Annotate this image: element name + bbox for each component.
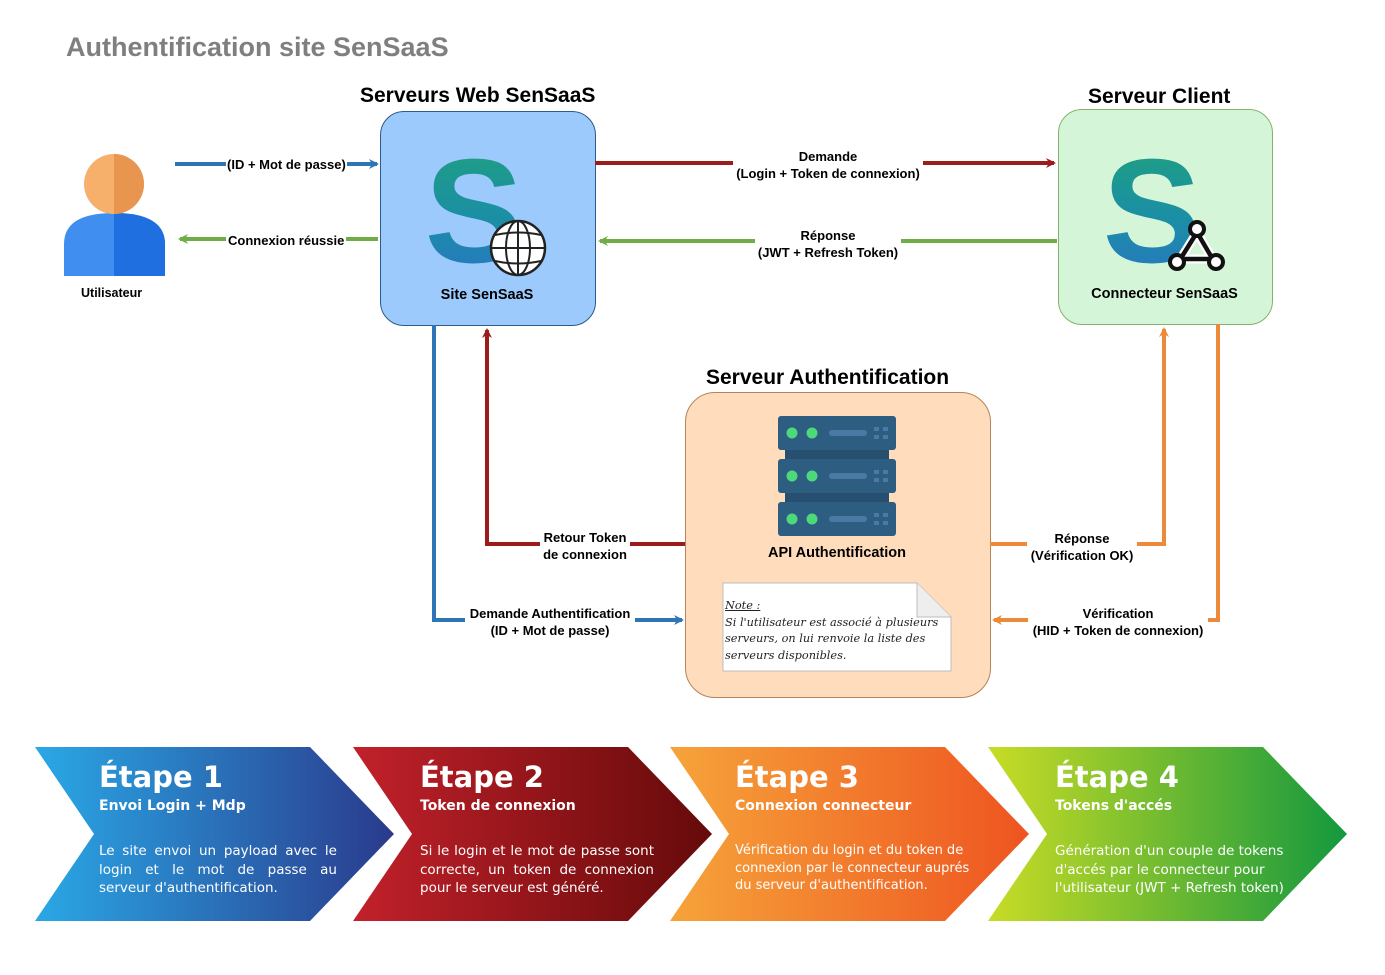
note-line: serveurs disponibles. (725, 648, 847, 662)
user-label: Utilisateur (81, 286, 143, 300)
site-node (380, 111, 596, 326)
server-stack-icon (778, 416, 896, 536)
site-label: Site SenSaaS (440, 287, 534, 303)
step-3-subtitle: Connexion connecteur (735, 798, 912, 814)
step-4-chevron (988, 747, 1347, 921)
step-3-chevron (670, 747, 1029, 921)
step-2-chevron (353, 747, 712, 921)
step-1-text: Le site envoi un payload avec le login e… (99, 843, 337, 896)
step-1-chevron (35, 747, 394, 921)
edge-token-return-line2: de connexion (543, 547, 627, 562)
edge-auth-request-label: Demande Authentification (ID + Mot de pa… (465, 604, 635, 640)
edge-request-label: Demande (Login + Token de connexion) (733, 147, 923, 183)
edge-auth-request (432, 325, 684, 625)
edge-response-line2: (JWT + Refresh Token) (757, 245, 899, 260)
note-line: Si l'utilisateur est associé à plusieurs (725, 615, 939, 629)
edge-request-line1: Demande (798, 149, 858, 164)
edge-verification (992, 324, 1220, 625)
edge-verification-ok-line2: (Vérification OK) (1030, 548, 1134, 563)
sensaas-webhook-icon: S (1103, 129, 1225, 294)
edge-auth-request-line1: Demande Authentification (469, 606, 631, 621)
step-4-subtitle: Tokens d'accés (1055, 798, 1173, 814)
edge-token-return-label: Retour Token de connexion (540, 528, 630, 564)
step-2-text: Si le login et le mot de passe sont corr… (420, 843, 654, 896)
edge-token-return (482, 328, 685, 546)
edge-success-label: Connexion réussie (226, 232, 347, 249)
step-2-subtitle: Token de connexion (420, 798, 576, 814)
step-3-text: Vérification du login et du token de con… (735, 843, 970, 893)
note-shape (722, 582, 952, 672)
edge-request-line2: (Login + Token de connexion) (736, 166, 920, 181)
edge-response-label: Réponse (JWT + Refresh Token) (755, 226, 901, 262)
edge-login-label: (ID + Mot de passe) (226, 156, 347, 173)
edge-response-line1: Réponse (800, 228, 856, 243)
note-title: Note : (725, 599, 761, 612)
edge-verification-ok (990, 327, 1169, 546)
edge-token-return-line1: Retour Token (543, 530, 627, 545)
edge-verification-line2: (HID + Token de connexion) (1032, 623, 1204, 638)
auth-server-header: Serveur Authentification (706, 366, 950, 389)
step-3-title: Étape 3 (735, 760, 859, 794)
step-2-title: Étape 2 (420, 760, 544, 794)
page-title: Authentification site SenSaaS (66, 32, 449, 62)
steps-banner (35, 747, 1347, 921)
step-4-title: Étape 4 (1055, 760, 1179, 794)
svg-text:S: S (1103, 129, 1202, 294)
edge-verification-ok-line1: Réponse (1054, 531, 1110, 546)
sensaas-globe-icon: S (425, 129, 547, 294)
edge-verification-label: Vérification (HID + Token de connexion) (1028, 604, 1208, 640)
step-4-text: Génération d'un couple de tokens d'accés… (1055, 843, 1284, 896)
connector-node (1058, 109, 1273, 325)
api-label: API Authentification (767, 545, 906, 561)
note: Note : Si l'utilisateur est associé à pl… (725, 598, 951, 664)
edge-auth-request-line2: (ID + Mot de passe) (490, 623, 610, 638)
web-servers-header: Serveurs Web SenSaaS (360, 84, 596, 107)
user-icon (64, 154, 165, 276)
edge-verification-ok-label: Réponse (Vérification OK) (1027, 529, 1137, 565)
diagram-connectors: S S (64, 129, 1225, 672)
edge-verification-line1: Vérification (1082, 606, 1154, 621)
step-1-subtitle: Envoi Login + Mdp (99, 798, 246, 814)
note-line: serveurs, on lui renvoie la liste des (725, 632, 926, 645)
connector-label: Connecteur SenSaaS (1091, 286, 1238, 302)
step-1-title: Étape 1 (99, 760, 223, 794)
client-server-header: Serveur Client (1088, 85, 1231, 108)
